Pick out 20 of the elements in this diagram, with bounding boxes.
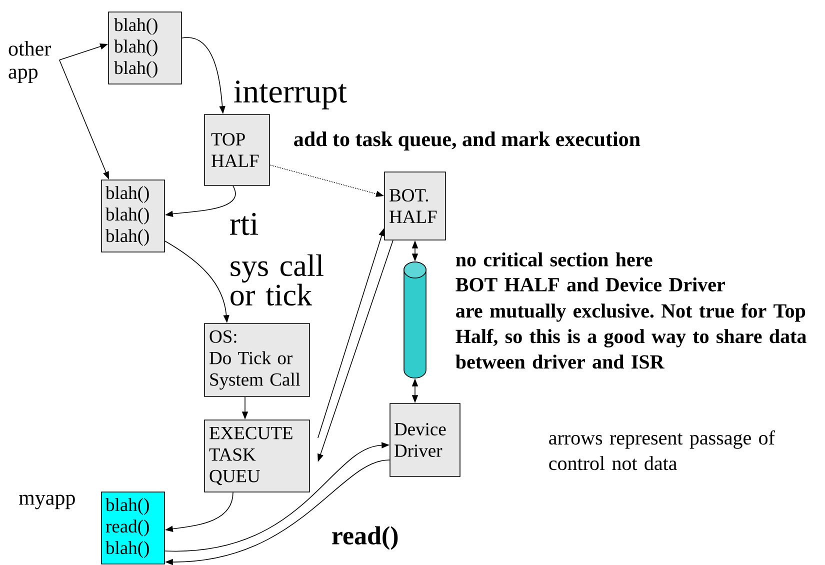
code-box: blah() blah() blah() [108,12,182,84]
edge-label: rti [230,212,258,236]
note-text: arrows represent passage of control not data [549,430,775,470]
note-text: no critical section here [456,252,652,266]
code-box: BOT. HALF [384,172,446,240]
node-caption: myapp [19,494,75,510]
code-box: EXECUTE TASK QUEU [204,420,310,492]
edge-label: add to task queue, and mark execution [294,131,640,150]
code-box: TOP HALF [204,114,270,186]
note-text: are mutually exclusive. Not true for Top Half, so this is a good way to share data between driver and ISR [456,303,806,369]
edge-label: sys call or tick [230,254,324,306]
node-label: other app [8,40,51,83]
note-text: BOT HALF and Device Driver [456,277,725,292]
cylinder [404,262,426,378]
code-box: blah() blah() blah() [101,180,165,252]
code-box: OS: Do Tick or System Call [204,323,310,397]
edge-label: interrupt [234,80,347,110]
code-box: blah() read() blah() [101,492,165,564]
edge-label: read() [332,526,398,550]
code-box: Device Driver [390,403,460,477]
